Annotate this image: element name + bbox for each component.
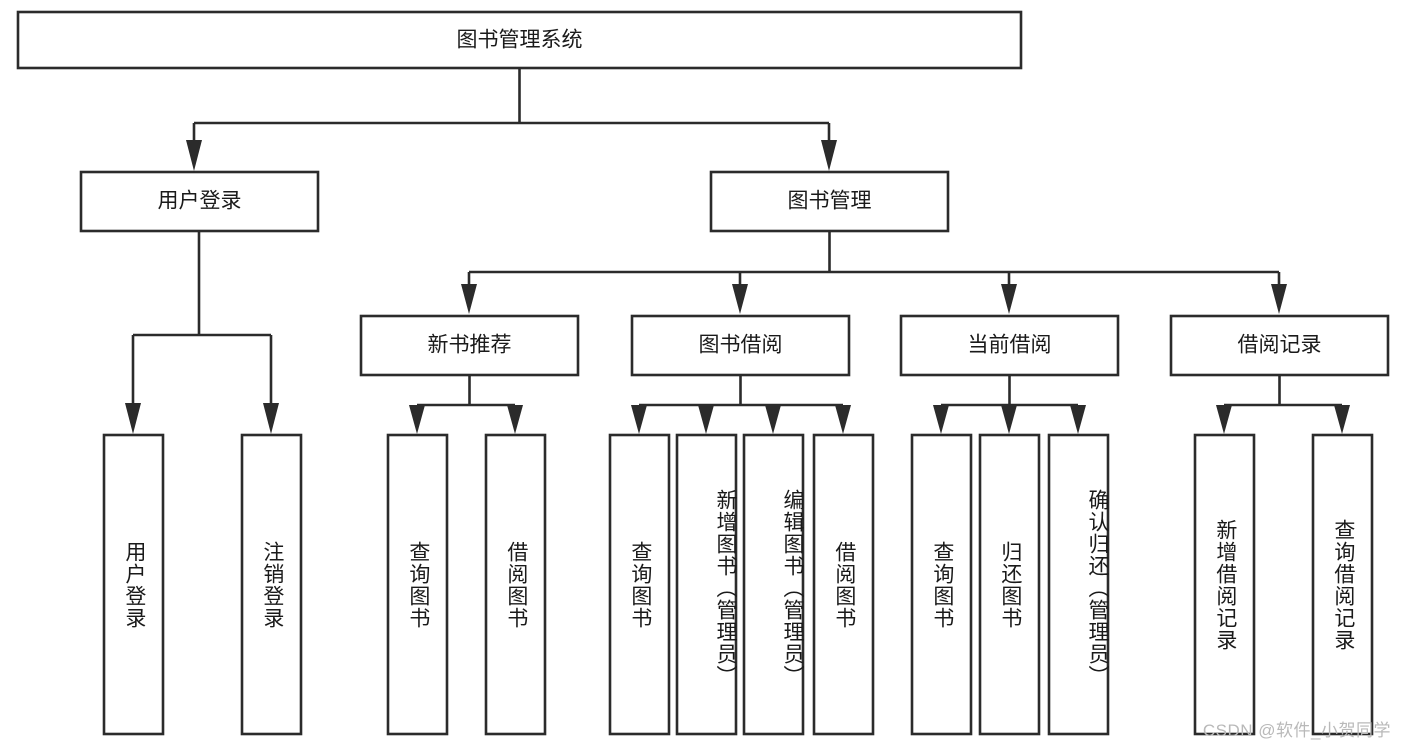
node-current-borrow-box[interactable] (899, 314, 1120, 377)
connector-bookborrow-to-leaves (631, 375, 851, 434)
leaf-box-confirm-return[interactable] (1047, 433, 1110, 736)
connector-currentborrow-to-leaves (933, 375, 1086, 434)
node-new-book-recommend-label: 新书推荐 (428, 334, 512, 357)
leaf-box-query-record[interactable] (1311, 433, 1374, 736)
leaf-box-borrow-book-1[interactable] (484, 433, 547, 736)
node-book-management-box[interactable] (709, 170, 950, 233)
leaf-box-borrow-book-2[interactable] (812, 433, 875, 736)
leaf-box-return-book[interactable] (978, 433, 1041, 736)
leaf-box-add-book[interactable] (675, 433, 738, 736)
node-book-management-label: 图书管理 (788, 190, 872, 213)
leaf-box-query-book-2[interactable] (608, 433, 671, 736)
leaf-box-user-logout[interactable] (240, 433, 303, 736)
leaf-box-query-book-1[interactable] (386, 433, 449, 736)
node-user-login-box[interactable] (79, 170, 320, 233)
connector-userlogin-to-leaves (125, 231, 279, 434)
leaf-box-query-book-3[interactable] (910, 433, 973, 736)
leaf-box-user-login[interactable] (102, 433, 165, 736)
node-root-label: 图书管理系统 (457, 29, 583, 52)
node-book-borrow-label: 图书借阅 (699, 334, 783, 357)
node-current-borrow-label: 当前借阅 (968, 334, 1052, 357)
node-user-login-label: 用户登录 (158, 190, 242, 213)
node-root-box[interactable] (16, 10, 1023, 70)
node-new-book-recommend-box[interactable] (359, 314, 580, 377)
node-book-borrow-box[interactable] (630, 314, 851, 377)
leaf-box-edit-book[interactable] (742, 433, 805, 736)
csdn-watermark: CSDN @软件_小贺同学 (1202, 721, 1391, 740)
connector-bookmgmt-to-level3 (461, 231, 1287, 314)
connector-newbook-to-leaves (409, 375, 523, 434)
leaf-box-add-record[interactable] (1193, 433, 1256, 736)
connector-borrowrecord-to-leaves (1216, 375, 1350, 434)
node-borrow-record-label: 借阅记录 (1238, 334, 1322, 357)
connector-root-to-level2 (186, 68, 837, 171)
node-borrow-record-box[interactable] (1169, 314, 1390, 377)
